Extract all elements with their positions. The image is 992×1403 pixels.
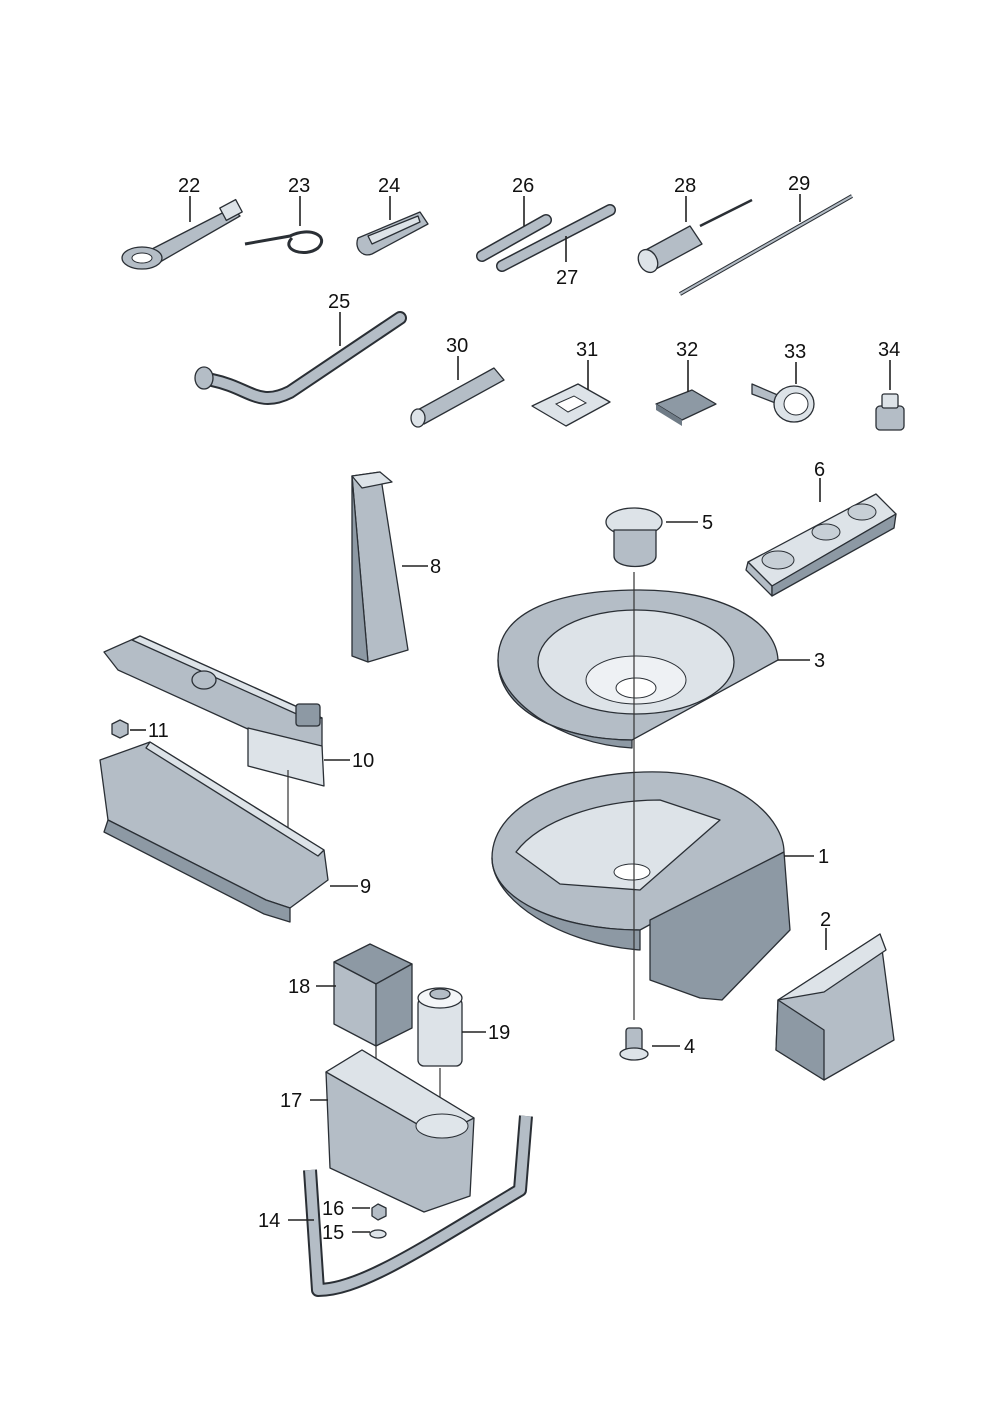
part-14-strap — [303, 1115, 533, 1297]
label-19: 19 — [488, 1022, 510, 1044]
label-11: 11 — [148, 720, 169, 742]
part-3-spare-wheel-cover — [497, 589, 779, 749]
part-17-holder — [325, 1049, 475, 1213]
label-5: 5 — [702, 512, 713, 534]
label-16: 16 — [322, 1198, 344, 1220]
label-34: 34 — [878, 339, 900, 361]
label-28: 28 — [674, 175, 696, 197]
label-9: 9 — [360, 876, 371, 898]
label-26: 26 — [512, 175, 534, 197]
part-1-tool-box-insert — [491, 771, 791, 1001]
part-22-towing-eye — [121, 198, 243, 270]
part-32-pad — [655, 389, 717, 426]
part-2-cover — [775, 933, 895, 1081]
label-2: 2 — [820, 909, 831, 931]
label-3: 3 — [814, 650, 825, 672]
part-28-screwdriver — [637, 198, 753, 274]
part-26-extension-rod — [476, 214, 552, 262]
part-10-jack — [103, 635, 325, 787]
label-25: 25 — [328, 291, 350, 313]
label-1: 1 — [818, 846, 829, 868]
part-15-washer — [369, 1229, 387, 1239]
label-24: 24 — [378, 175, 400, 197]
label-32: 32 — [676, 339, 698, 361]
part-24-clamp — [356, 211, 429, 256]
label-31: 31 — [576, 339, 598, 361]
part-18-compressor-box — [333, 943, 413, 1047]
part-31-plate — [531, 383, 611, 427]
label-14: 14 — [258, 1210, 280, 1232]
label-15: 15 — [322, 1222, 344, 1244]
label-23: 23 — [288, 175, 310, 197]
label-8: 8 — [430, 556, 441, 578]
part-8-wheel-chock — [351, 471, 409, 663]
label-10: 10 — [352, 750, 374, 772]
label-17: 17 — [280, 1090, 302, 1112]
part-4-bolt — [619, 1027, 649, 1061]
part-29-rod — [679, 194, 853, 296]
part-33-tyre-gauge — [751, 383, 815, 423]
part-16-nut — [371, 1203, 387, 1221]
part-34-adapter — [875, 393, 905, 431]
part-6-tool-tray — [745, 493, 897, 597]
label-33: 33 — [784, 341, 806, 363]
label-6: 6 — [814, 459, 825, 481]
part-9-jack-holder — [99, 741, 329, 923]
label-4: 4 — [684, 1036, 695, 1058]
label-27: 27 — [556, 267, 578, 289]
part-19-sealant-bottle — [417, 987, 463, 1067]
part-25-wheel-brace — [194, 311, 407, 405]
label-30: 30 — [446, 335, 468, 357]
part-27-extension-rod — [496, 204, 616, 272]
part-5-retaining-knob — [605, 507, 663, 568]
label-22: 22 — [178, 175, 200, 197]
label-29: 29 — [788, 173, 810, 195]
part-30-socket — [410, 367, 505, 428]
label-18: 18 — [288, 976, 310, 998]
part-11-nut — [111, 719, 129, 739]
part-23-wire-clip — [244, 230, 323, 254]
